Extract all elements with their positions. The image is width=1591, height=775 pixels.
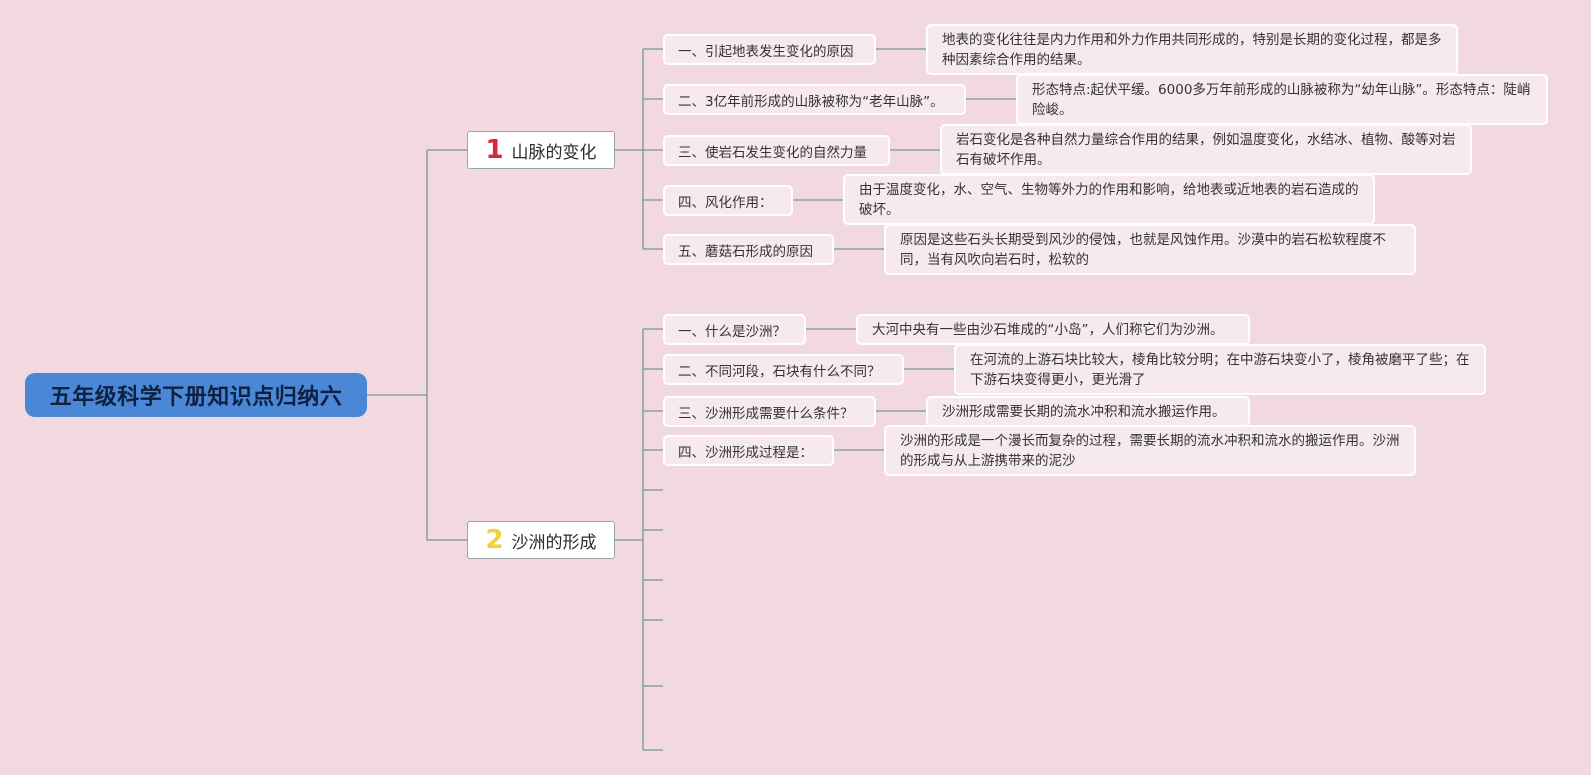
connector-root (367, 149, 467, 541)
topic-1-4[interactable]: 四、风化作用： (663, 185, 793, 216)
branch-sandbar-formation[interactable]: 2 沙洲的形成 (467, 521, 615, 559)
branch-mountain-changes[interactable]: 1 山脉的变化 (467, 131, 615, 169)
detail-2-2[interactable]: 在河流的上游石块比较大，棱角比较分明；在中游石块变小了，棱角被磨平了些；在下游石… (954, 344, 1486, 395)
detail-2-3[interactable]: 沙洲形成需要长期的流水冲积和流水搬运作用。 (926, 396, 1250, 427)
topic-1-5[interactable]: 五、蘑菇石形成的原因 (663, 234, 834, 265)
topic-1-2[interactable]: 二、3亿年前形成的山脉被称为“老年山脉”。 (663, 84, 966, 115)
topic-1-3[interactable]: 三、使岩石发生变化的自然力量 (663, 135, 890, 166)
root-title[interactable]: 五年级科学下册知识点归纳六 (25, 373, 367, 417)
branch-label: 沙洲的形成 (511, 532, 597, 553)
detail-1-1[interactable]: 地表的变化往往是内力作用和外力作用共同形成的，特别是长期的变化过程，都是多种因素… (926, 24, 1458, 75)
topic-2-1[interactable]: 一、什么是沙洲？ (663, 314, 806, 345)
detail-1-3[interactable]: 岩石变化是各种自然力量综合作用的结果，例如温度变化，水结冰、植物、酸等对岩石有破… (940, 124, 1472, 175)
detail-2-4[interactable]: 沙洲的形成是一个漫长而复杂的过程，需要长期的流水冲积和流水的搬运作用。沙洲的形成… (884, 425, 1416, 476)
detail-1-2[interactable]: 形态特点:起伏平缓。6000多万年前形成的山脉被称为“幼年山脉”。形态特点：陡峭… (1016, 74, 1548, 125)
branch-label: 山脉的变化 (511, 142, 597, 163)
connector-branch-1-details (793, 48, 1016, 250)
topic-2-2[interactable]: 二、不同河段，石块有什么不同？ (663, 354, 904, 385)
detail-2-1[interactable]: 大河中央有一些由沙石堆成的“小岛”，人们称它们为沙洲。 (856, 314, 1250, 345)
topic-2-4[interactable]: 四、沙洲形成过程是： (663, 435, 834, 466)
connector-branch-2 (615, 328, 663, 751)
detail-1-4[interactable]: 由于温度变化，水、空气、生物等外力的作用和影响，给地表或近地表的岩石造成的破坏。 (843, 174, 1375, 225)
connector-branch-1 (615, 48, 663, 250)
connector-branch-2-details (806, 328, 954, 451)
branch-number-2: 2 (485, 525, 504, 555)
detail-1-5[interactable]: 原因是这些石头长期受到风沙的侵蚀，也就是风蚀作用。沙漠中的岩石松软程度不同，当有… (884, 224, 1416, 275)
topic-2-3[interactable]: 三、沙洲形成需要什么条件？ (663, 396, 876, 427)
branch-number-1: 1 (485, 135, 504, 165)
topic-1-1[interactable]: 一、引起地表发生变化的原因 (663, 34, 876, 65)
